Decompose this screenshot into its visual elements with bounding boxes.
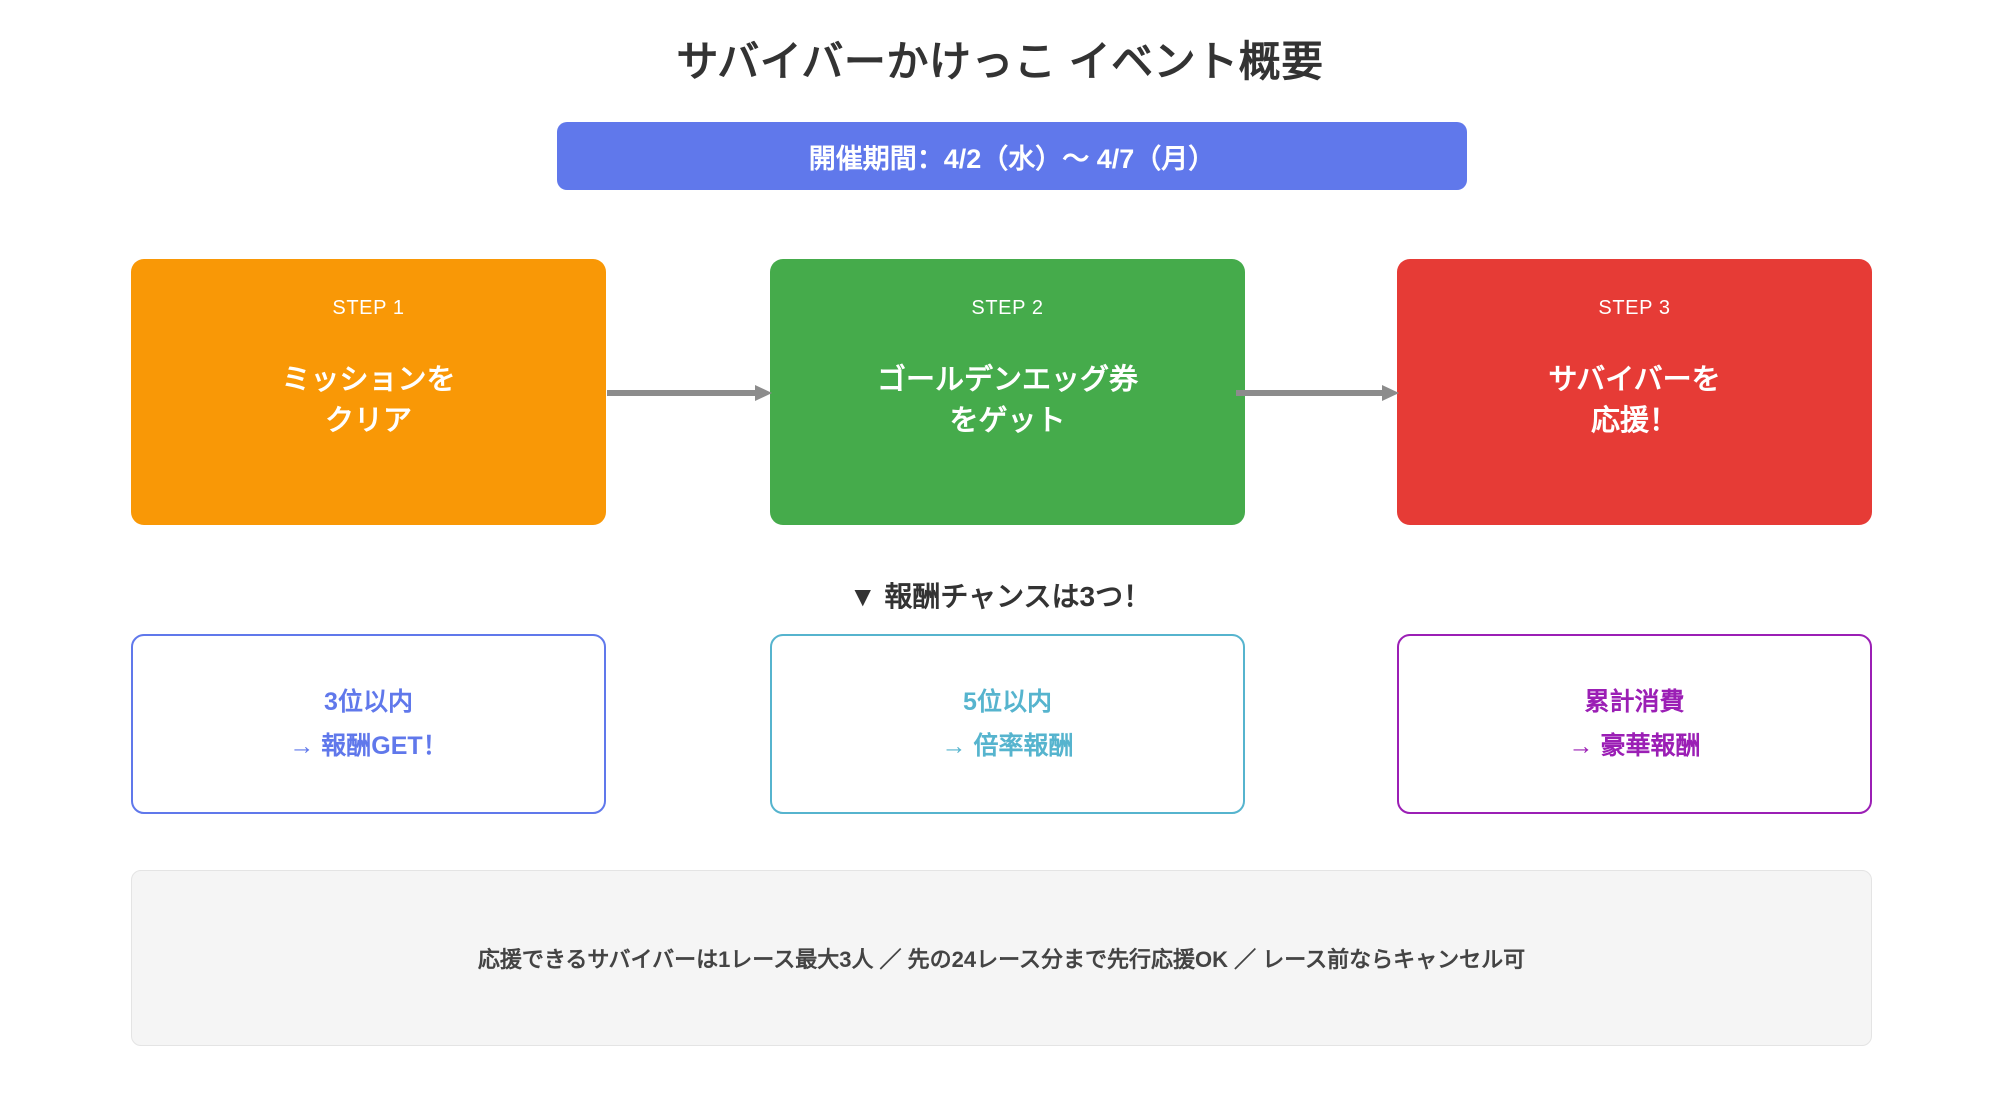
step-2-body: ゴールデンエッグ券 をゲット: [877, 360, 1138, 442]
reward-card-cumulative-spend: 累計消費 → 豪華報酬: [1397, 634, 1872, 814]
event-period-text: 開催期間：4/2（水）〜 4/7（月）: [808, 143, 1216, 174]
reward-card-1-line1: 3位以内: [324, 687, 413, 716]
reward-section-heading: ▼ 報酬チャンスは3つ！: [848, 581, 1152, 612]
footer-note-box: 応援できるサバイバーは1レース最大3人 ／ 先の24レース分まで先行応援OK ／…: [131, 870, 1872, 1046]
step-1-label: STEP 1: [332, 297, 405, 319]
steps-row: STEP 1 ミッションを クリア STEP 2 ゴールデンエッグ券 をゲット …: [0, 259, 2000, 525]
step-box-2: STEP 2 ゴールデンエッグ券 をゲット: [770, 259, 1245, 525]
reward-card-rank-top3: 3位以内 → 報酬GET！: [131, 634, 606, 814]
reward-card-1-line2: → 報酬GET！: [289, 732, 448, 760]
step-2-line2: をゲット: [949, 405, 1066, 438]
arrow-right-icon-step2-to-step3: [1236, 385, 1399, 401]
step-2-label: STEP 2: [971, 297, 1044, 319]
reward-card-rank-top5: 5位以内 → 倍率報酬: [770, 634, 1245, 814]
step-3-line2: 応援！: [1590, 405, 1678, 438]
arrow-shaft: [1236, 390, 1383, 396]
reward-card-3-line2: → 豪華報酬: [1568, 732, 1701, 760]
arrow-right-icon-step1-to-step2: [607, 385, 772, 401]
reward-card-2-line2: → 倍率報酬: [941, 732, 1074, 760]
step-1-line2: クリア: [324, 405, 412, 438]
reward-cards-row: 3位以内 → 報酬GET！ 5位以内 → 倍率報酬 累計消費 → 豪華報酬: [0, 634, 2000, 814]
step-3-body: サバイバーを 応援！: [1548, 360, 1720, 442]
step-box-1: STEP 1 ミッションを クリア: [131, 259, 606, 525]
reward-card-2-line1: 5位以内: [963, 687, 1052, 716]
event-period-banner: 開催期間：4/2（水）〜 4/7（月）: [557, 122, 1467, 190]
footer-note-text: 応援できるサバイバーは1レース最大3人 ／ 先の24レース分まで先行応援OK ／…: [477, 947, 1526, 972]
page-title: サバイバーかけっこ イベント概要: [676, 38, 1324, 85]
step-box-3: STEP 3 サバイバーを 応援！: [1397, 259, 1872, 525]
arrow-head: [755, 385, 772, 401]
arrow-head: [1382, 385, 1399, 401]
step-2-line1: ゴールデンエッグ券: [876, 364, 1138, 396]
arrow-shaft: [607, 390, 756, 396]
reward-card-3-line1: 累計消費: [1584, 687, 1685, 716]
step-1-body: ミッションを クリア: [281, 360, 455, 442]
step-1-line1: ミッションを: [281, 364, 456, 396]
step-3-label: STEP 3: [1598, 297, 1671, 319]
step-3-line1: サバイバーを: [1548, 364, 1721, 396]
